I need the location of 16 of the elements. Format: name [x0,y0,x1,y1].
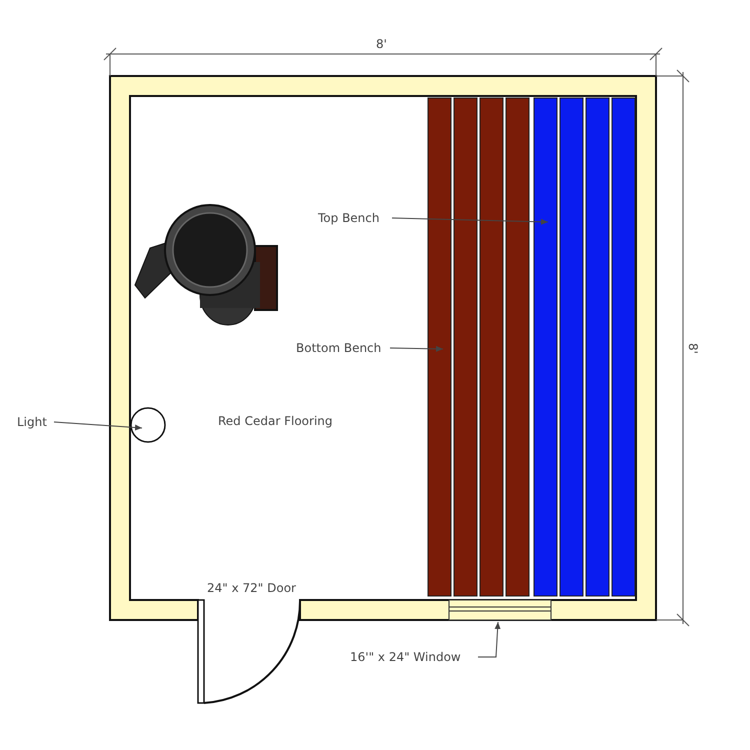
leader-line [54,422,142,431]
bottom-bench [428,98,530,596]
dimension-label: 8' [376,37,387,51]
top-bench [534,98,636,596]
leader-line [478,622,501,658]
window [448,600,552,620]
floor-label: Red Cedar Flooring [218,414,333,428]
door-label: 24" x 72" Door [207,581,296,595]
callout-label: 16'" x 24" Window [350,650,461,664]
leader-line [392,218,548,225]
callout-label: Bottom Bench [296,341,382,355]
callout-label: Top Bench [318,211,380,225]
ceiling-light [130,407,166,443]
dimension-label: 8' [686,343,700,354]
leader-line [390,346,444,352]
callout-label: Light [17,415,47,429]
